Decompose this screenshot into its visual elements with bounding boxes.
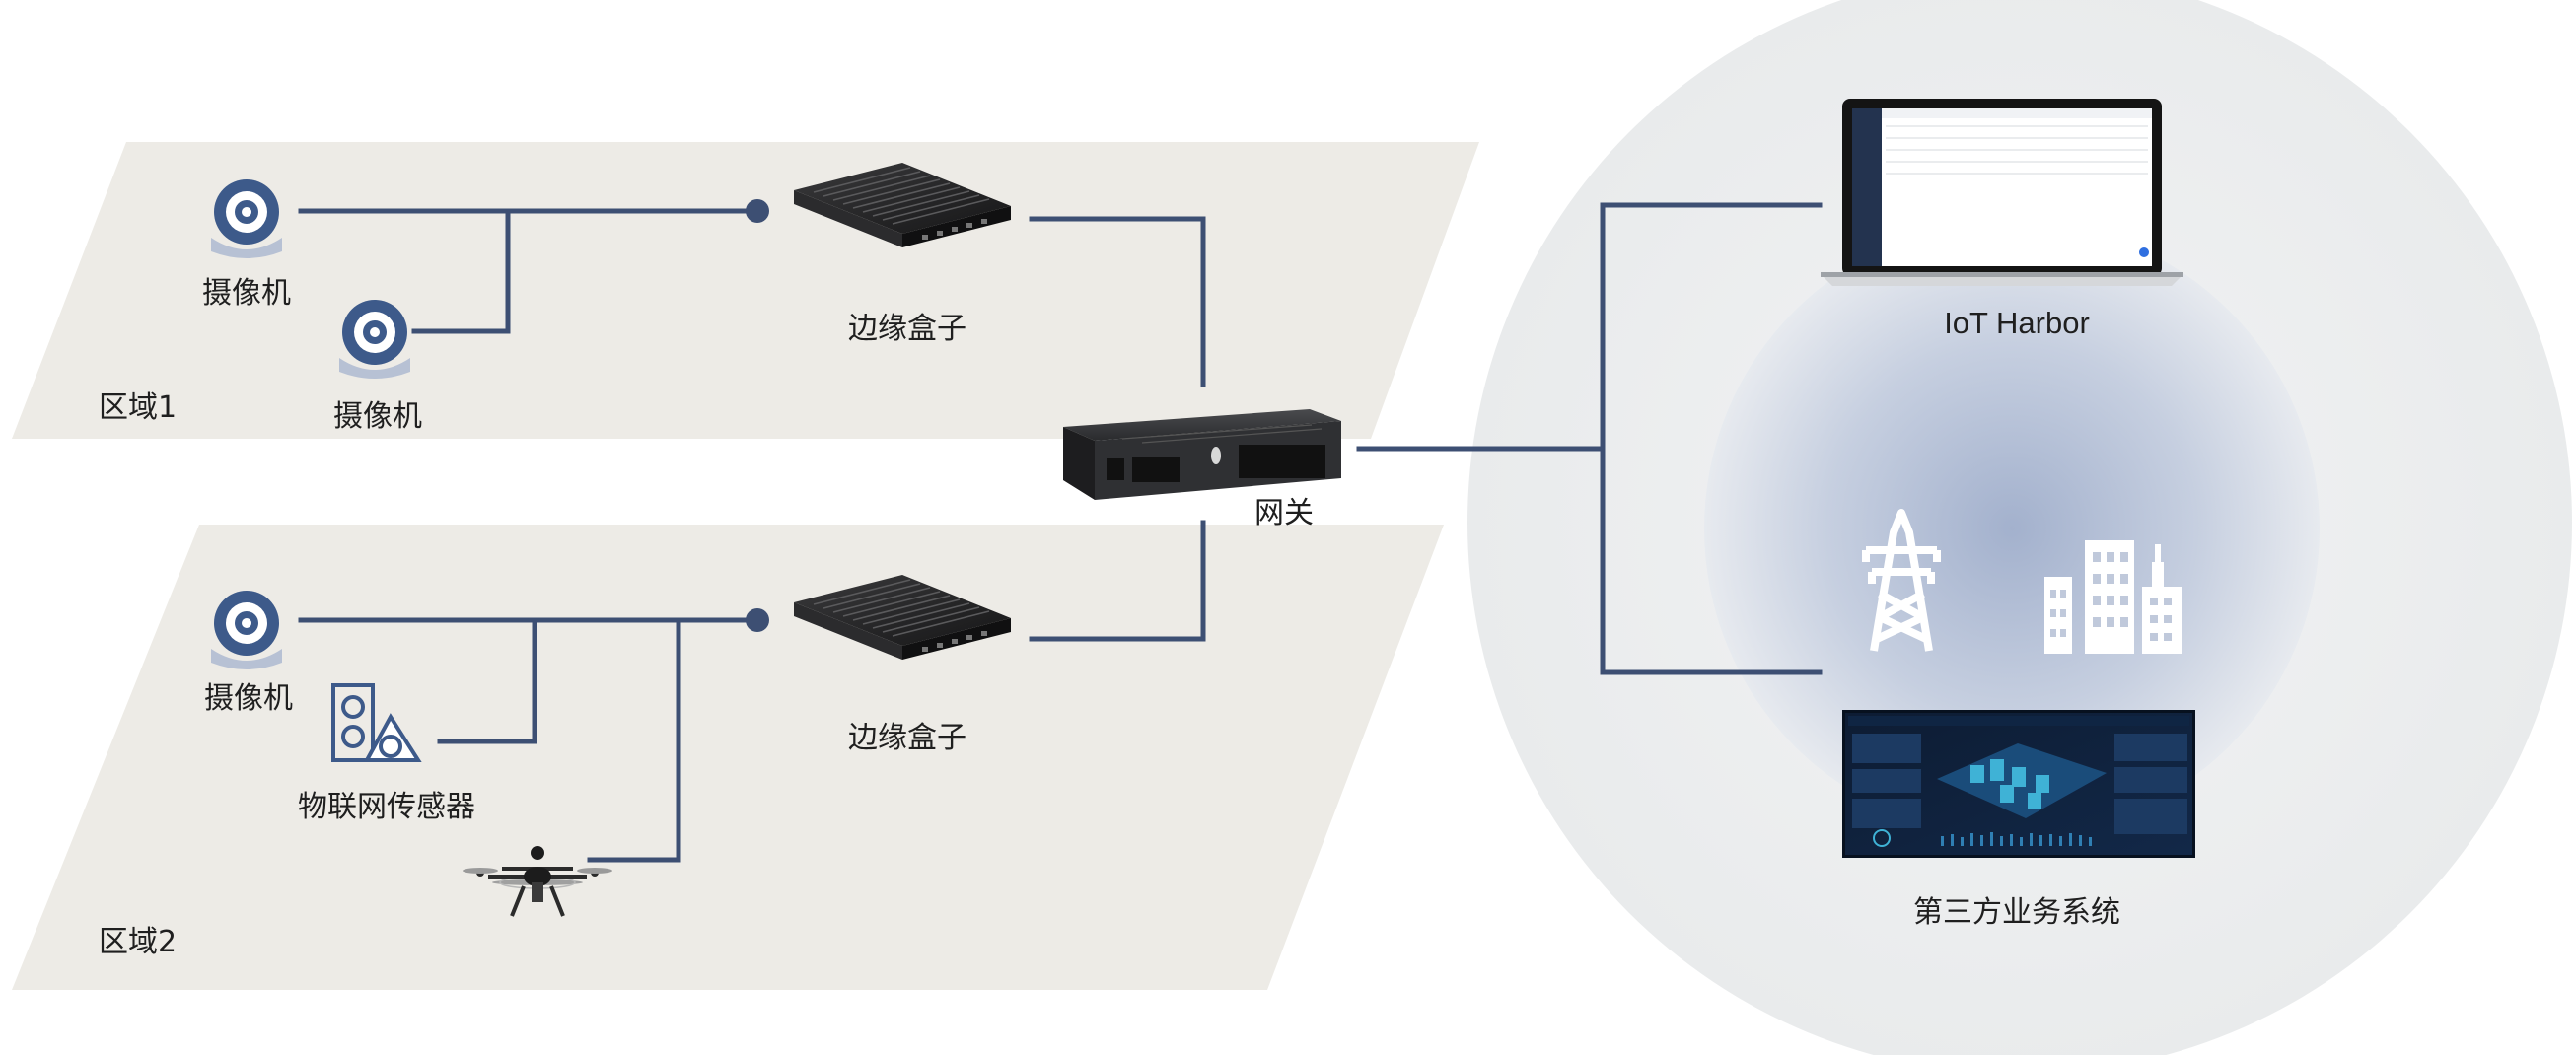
camera-label-2: 摄像机 (333, 399, 422, 434)
camera-label-3: 摄像机 (204, 681, 293, 716)
third-party-label: 第三方业务系统 (1913, 895, 2120, 930)
connection-lines (298, 202, 1823, 863)
laptop-device (1821, 99, 2183, 286)
junction-dot-1 (746, 199, 769, 223)
iot-harbor-label: IoT Harbor (1944, 306, 2090, 340)
gateway-label: 网关 (1254, 496, 1314, 530)
zone2-label: 区域2 (99, 925, 178, 959)
junction-dot-2 (746, 608, 769, 632)
buildings-icon (2044, 540, 2182, 654)
zone2-plane (12, 525, 1444, 990)
drone-icon (463, 846, 612, 917)
edge-box-label-2: 边缘盒子 (848, 721, 966, 755)
sensor-label: 物联网传感器 (298, 790, 475, 824)
cloud-inner-circle (1704, 221, 2320, 836)
sensor-icon (331, 683, 422, 762)
power-tower-icon (1862, 509, 1941, 652)
gateway-device (1063, 409, 1341, 500)
edge-box-label-1: 边缘盒子 (848, 312, 966, 346)
dashboard-screen (1842, 710, 2195, 858)
camera-label-1: 摄像机 (202, 276, 291, 311)
zone1-label: 区域1 (99, 390, 178, 425)
